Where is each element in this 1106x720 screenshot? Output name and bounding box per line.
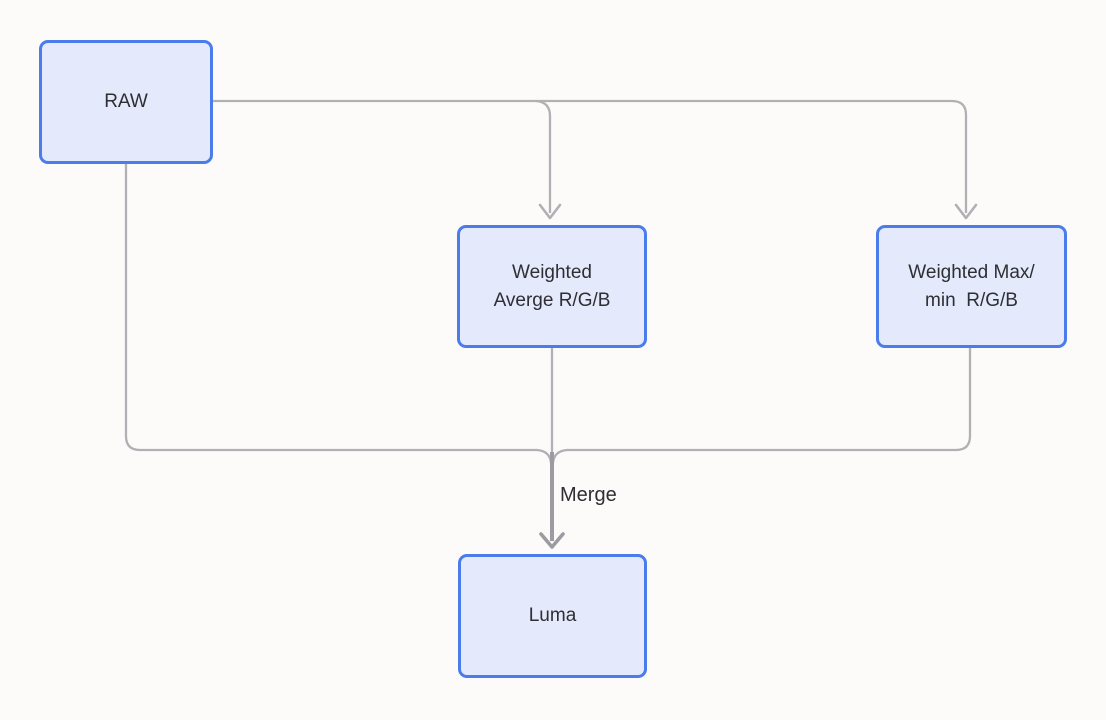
node-label-line: Averge R/G/B	[493, 289, 611, 311]
node-label: RAW	[104, 91, 148, 113]
node-raw: RAW	[39, 40, 213, 164]
arrowhead-down-icon	[539, 532, 565, 549]
node-label-line: Weighted Max/	[908, 261, 1035, 283]
edge-raw-to-weighted-average	[535, 99, 552, 213]
node-weighted-max-min: Weighted Max/ min R/G/B	[876, 225, 1067, 348]
edge-raw-to-weighted-max-min	[213, 99, 968, 213]
node-luma: Luma	[458, 554, 647, 678]
node-weighted-average: Weighted Averge R/G/B	[457, 225, 647, 348]
edge-label-merge: Merge	[560, 484, 617, 506]
node-label: Luma	[528, 605, 577, 627]
edge-weighted-max-min-to-merge	[551, 348, 972, 464]
arrowhead-down-icon	[954, 203, 978, 220]
arrowhead-down-icon	[538, 203, 562, 220]
node-label-line: min R/G/B	[925, 289, 1018, 311]
node-label-line: Weighted	[512, 261, 592, 283]
